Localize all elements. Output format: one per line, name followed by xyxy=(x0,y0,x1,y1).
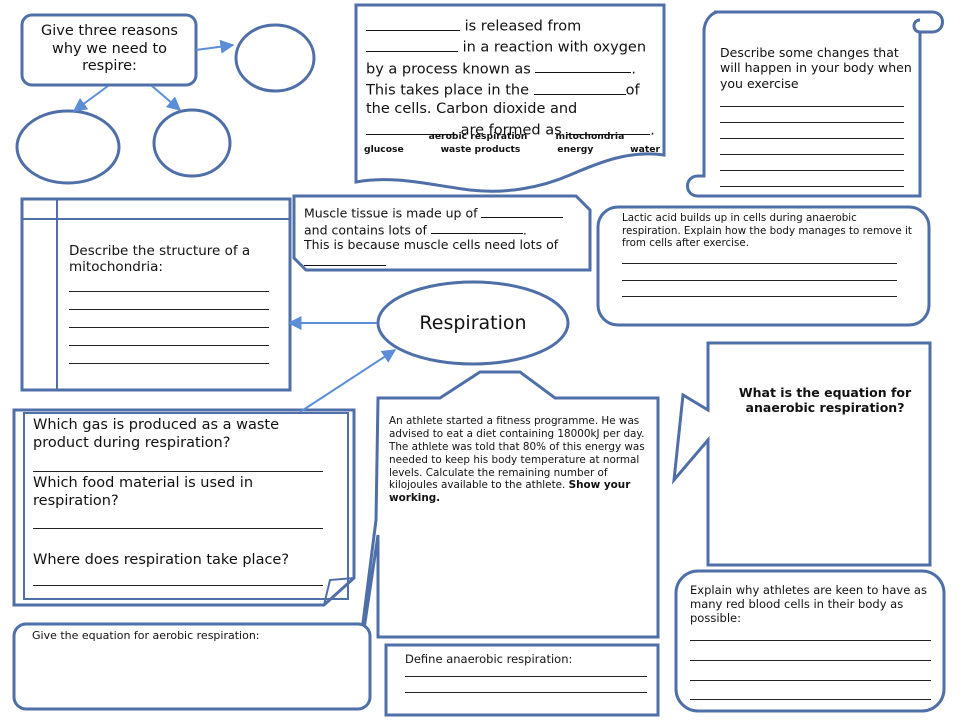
answer-line[interactable] xyxy=(69,345,269,346)
answer-line[interactable] xyxy=(720,138,904,139)
reasons-prompt: Give three reasons why we need to respir… xyxy=(41,23,178,75)
arrow-to-oval-3 xyxy=(151,85,182,111)
cloze-text: is released from in a reaction with oxyg… xyxy=(366,15,661,141)
answer-line[interactable] xyxy=(690,640,931,641)
aerobic-equation-question: Give the equation for aerobic respiratio… xyxy=(32,629,260,642)
answer-line[interactable] xyxy=(69,309,269,310)
answer-line[interactable] xyxy=(33,585,323,586)
word-option: aerobic respiration xyxy=(428,131,528,142)
answer-line[interactable] xyxy=(720,122,904,123)
word-option: mitochondria xyxy=(555,131,625,142)
lactic-question: Lactic acid builds up in cells during an… xyxy=(622,212,912,250)
answer-line[interactable] xyxy=(720,154,904,155)
answer-line[interactable] xyxy=(690,660,931,661)
red-cells-question: Explain why athletes are keen to have as… xyxy=(690,583,927,626)
gas-question: Which gas is produced as a waste product… xyxy=(33,417,280,451)
arrow-to-oval-2 xyxy=(72,85,109,112)
athlete-problem: An athlete started a fitness programme. … xyxy=(389,415,645,505)
word-bank: aerobic respiration mitochondria glucose… xyxy=(364,131,660,155)
answer-line[interactable] xyxy=(33,528,323,529)
anaerobic-equation-question: What is the equation for anaerobic respi… xyxy=(738,385,912,416)
muscle-box xyxy=(292,194,592,272)
exercise-scroll xyxy=(686,10,944,198)
word-option: water xyxy=(630,144,660,156)
exercise-question: Describe some changes that will happen i… xyxy=(720,45,912,91)
answer-line[interactable] xyxy=(69,327,269,328)
define-box xyxy=(384,643,660,717)
answer-line[interactable] xyxy=(720,106,904,107)
answer-line[interactable] xyxy=(720,186,904,187)
answer-line[interactable] xyxy=(622,296,897,297)
anaerobic-equation-callout xyxy=(671,341,932,567)
answer-line[interactable] xyxy=(405,676,647,677)
reason-oval-2 xyxy=(15,109,121,185)
answer-line[interactable] xyxy=(69,363,269,364)
mitochondria-question: Describe the structure of a mitochondria… xyxy=(69,243,251,276)
word-option: waste products xyxy=(440,144,521,156)
define-question: Define anaerobic respiration: xyxy=(405,652,573,666)
arrow-to-oval-1 xyxy=(195,39,235,54)
muscle-question: Muscle tissue is made up of and contains… xyxy=(304,204,584,269)
lactic-box xyxy=(596,205,931,327)
location-question: Where does respiration take place? xyxy=(33,552,290,568)
food-question: Which food material is used in respirati… xyxy=(33,475,254,509)
mitochondria-box xyxy=(20,197,292,392)
answer-line[interactable] xyxy=(690,680,931,681)
answer-line[interactable] xyxy=(33,471,323,472)
answer-line[interactable] xyxy=(69,291,269,292)
answer-line[interactable] xyxy=(405,692,647,693)
answer-line[interactable] xyxy=(720,170,904,171)
arrow-from-gas xyxy=(299,349,397,413)
respiration-oval xyxy=(376,280,570,366)
reason-oval-3 xyxy=(152,108,232,178)
word-option: glucose xyxy=(364,144,404,156)
answer-line[interactable] xyxy=(690,699,931,700)
gas-box xyxy=(12,408,356,607)
red-cells-box xyxy=(674,569,946,713)
respiration-title: Respiration xyxy=(419,312,527,334)
reason-oval-1 xyxy=(234,23,316,93)
word-option: energy xyxy=(557,144,594,156)
answer-line[interactable] xyxy=(622,280,897,281)
answer-line[interactable] xyxy=(622,263,897,264)
aerobic-equation-box xyxy=(12,622,372,711)
